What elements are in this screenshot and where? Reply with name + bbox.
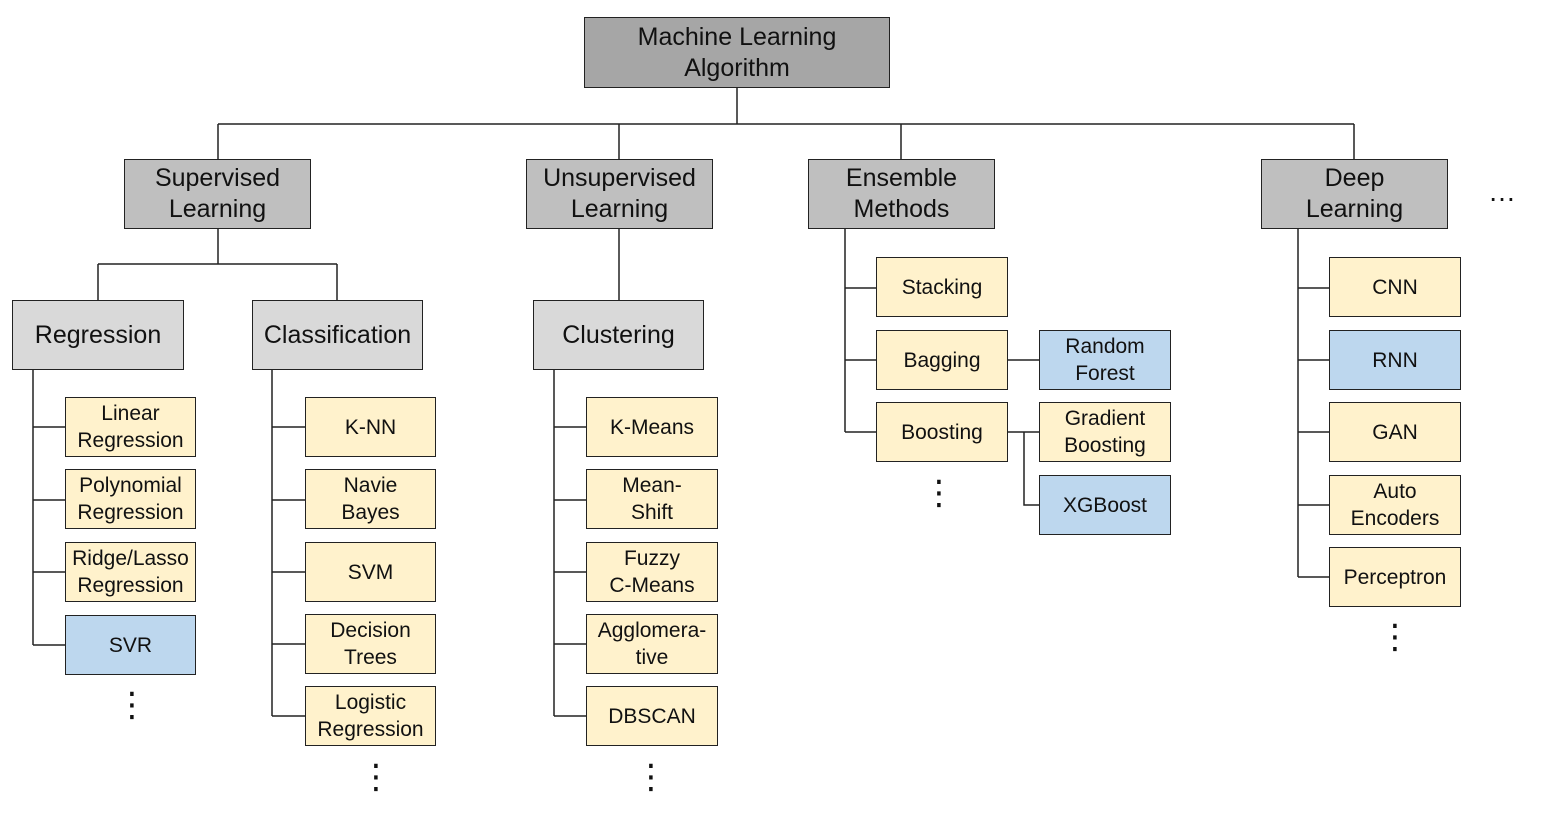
leaf-boosting: Boosting xyxy=(876,402,1008,462)
leaf-fuzzy-c-means: Fuzzy C-Means xyxy=(586,542,718,602)
leaf-gan: GAN xyxy=(1329,402,1461,462)
leaf-svr: SVR xyxy=(65,615,196,675)
leaf-xgboost: XGBoost xyxy=(1039,475,1171,535)
subcategory-regression: Regression xyxy=(12,300,184,370)
category-deep-learning: Deep Learning xyxy=(1261,159,1448,229)
leaf-logistic-regression: Logistic Regression xyxy=(305,686,436,746)
leaf-k-nn: K-NN xyxy=(305,397,436,457)
leaf-linear-regression: Linear Regression xyxy=(65,397,196,457)
leaf-polynomial-regression: Polynomial Regression xyxy=(65,469,196,529)
category-unsupervised-learning: Unsupervised Learning xyxy=(526,159,713,229)
subcategory-classification: Classification xyxy=(252,300,423,370)
leaf-cnn: CNN xyxy=(1329,257,1461,317)
leaf-auto-encoders: Auto Encoders xyxy=(1329,475,1461,535)
deep-continuation-dots: ⋮ xyxy=(1378,618,1412,656)
leaf-dbscan: DBSCAN xyxy=(586,686,718,746)
leaf-gradient-boosting: Gradient Boosting xyxy=(1039,402,1171,462)
ensemble-continuation-dots: ⋮ xyxy=(922,474,956,512)
leaf-random-forest: Random Forest xyxy=(1039,330,1171,390)
leaf-ridge-lasso-regression: Ridge/Lasso Regression xyxy=(65,542,196,602)
classification-continuation-dots: ⋮ xyxy=(359,758,393,796)
more-categories-ellipsis: … xyxy=(1488,176,1516,207)
category-ensemble-methods: Ensemble Methods xyxy=(808,159,995,229)
leaf-rnn: RNN xyxy=(1329,330,1461,390)
category-supervised-learning: Supervised Learning xyxy=(124,159,311,229)
clustering-continuation-dots: ⋮ xyxy=(634,758,668,796)
leaf-mean-shift: Mean- Shift xyxy=(586,469,718,529)
leaf-perceptron: Perceptron xyxy=(1329,547,1461,607)
leaf-stacking: Stacking xyxy=(876,257,1008,317)
leaf-naive-bayes: Navie Bayes xyxy=(305,469,436,529)
leaf-k-means: K-Means xyxy=(586,397,718,457)
leaf-svm: SVM xyxy=(305,542,436,602)
subcategory-clustering: Clustering xyxy=(533,300,704,370)
leaf-agglomerative: Agglomera- tive xyxy=(586,614,718,674)
root-node: Machine Learning Algorithm xyxy=(584,17,890,88)
leaf-bagging: Bagging xyxy=(876,330,1008,390)
regression-continuation-dots: ⋮ xyxy=(115,686,149,724)
leaf-decision-trees: Decision Trees xyxy=(305,614,436,674)
